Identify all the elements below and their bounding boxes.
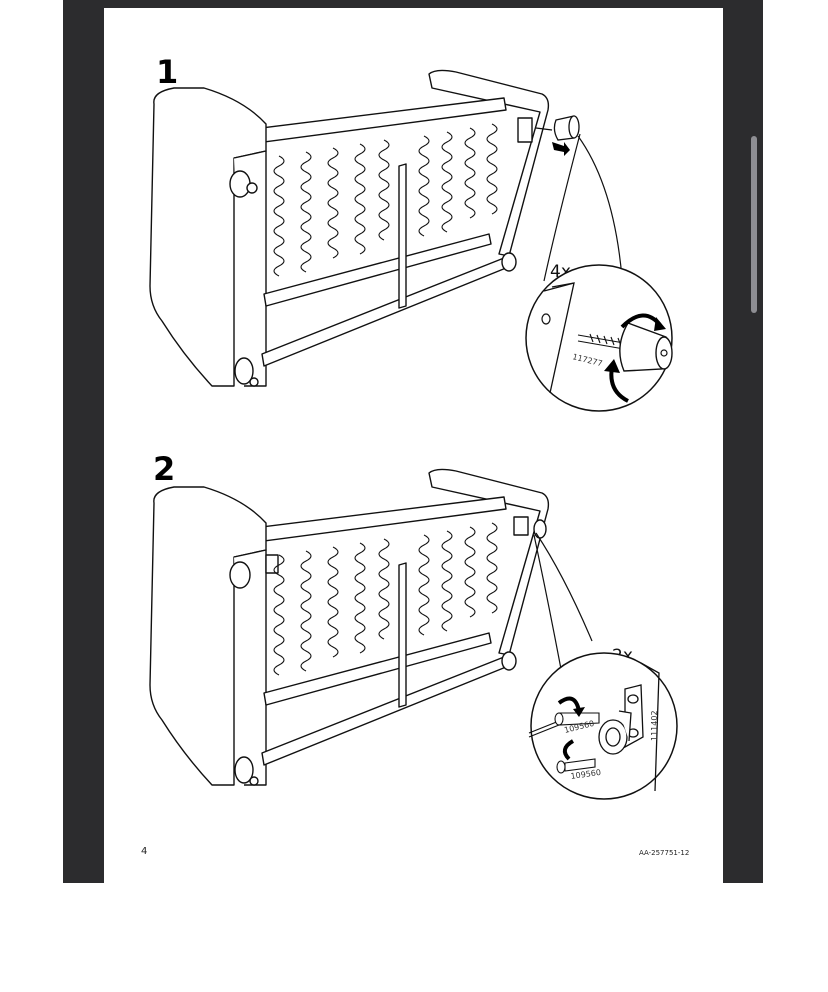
step-2-part-number-lower: 109560 [570, 768, 602, 781]
vertical-scrollbar[interactable] [751, 136, 757, 313]
step-1-detail: 117277 [524, 263, 674, 413]
document-code: AA-257751-12 [639, 849, 690, 857]
step-1-number: 1 [156, 53, 179, 91]
push-arrow-icon [552, 142, 570, 156]
step-2-number: 2 [153, 450, 176, 488]
rotate-arrow-icon [559, 699, 579, 712]
page-number: 4 [141, 846, 148, 857]
rotate-arrow-icon [565, 741, 573, 759]
step-2-part-number-plate: 111402 [650, 710, 659, 741]
step-2-detail: 109560 109560 111402 [529, 651, 679, 801]
instruction-page: 1 [104, 8, 723, 883]
step-2-illustration [144, 465, 584, 795]
step-1-illustration [144, 66, 584, 396]
